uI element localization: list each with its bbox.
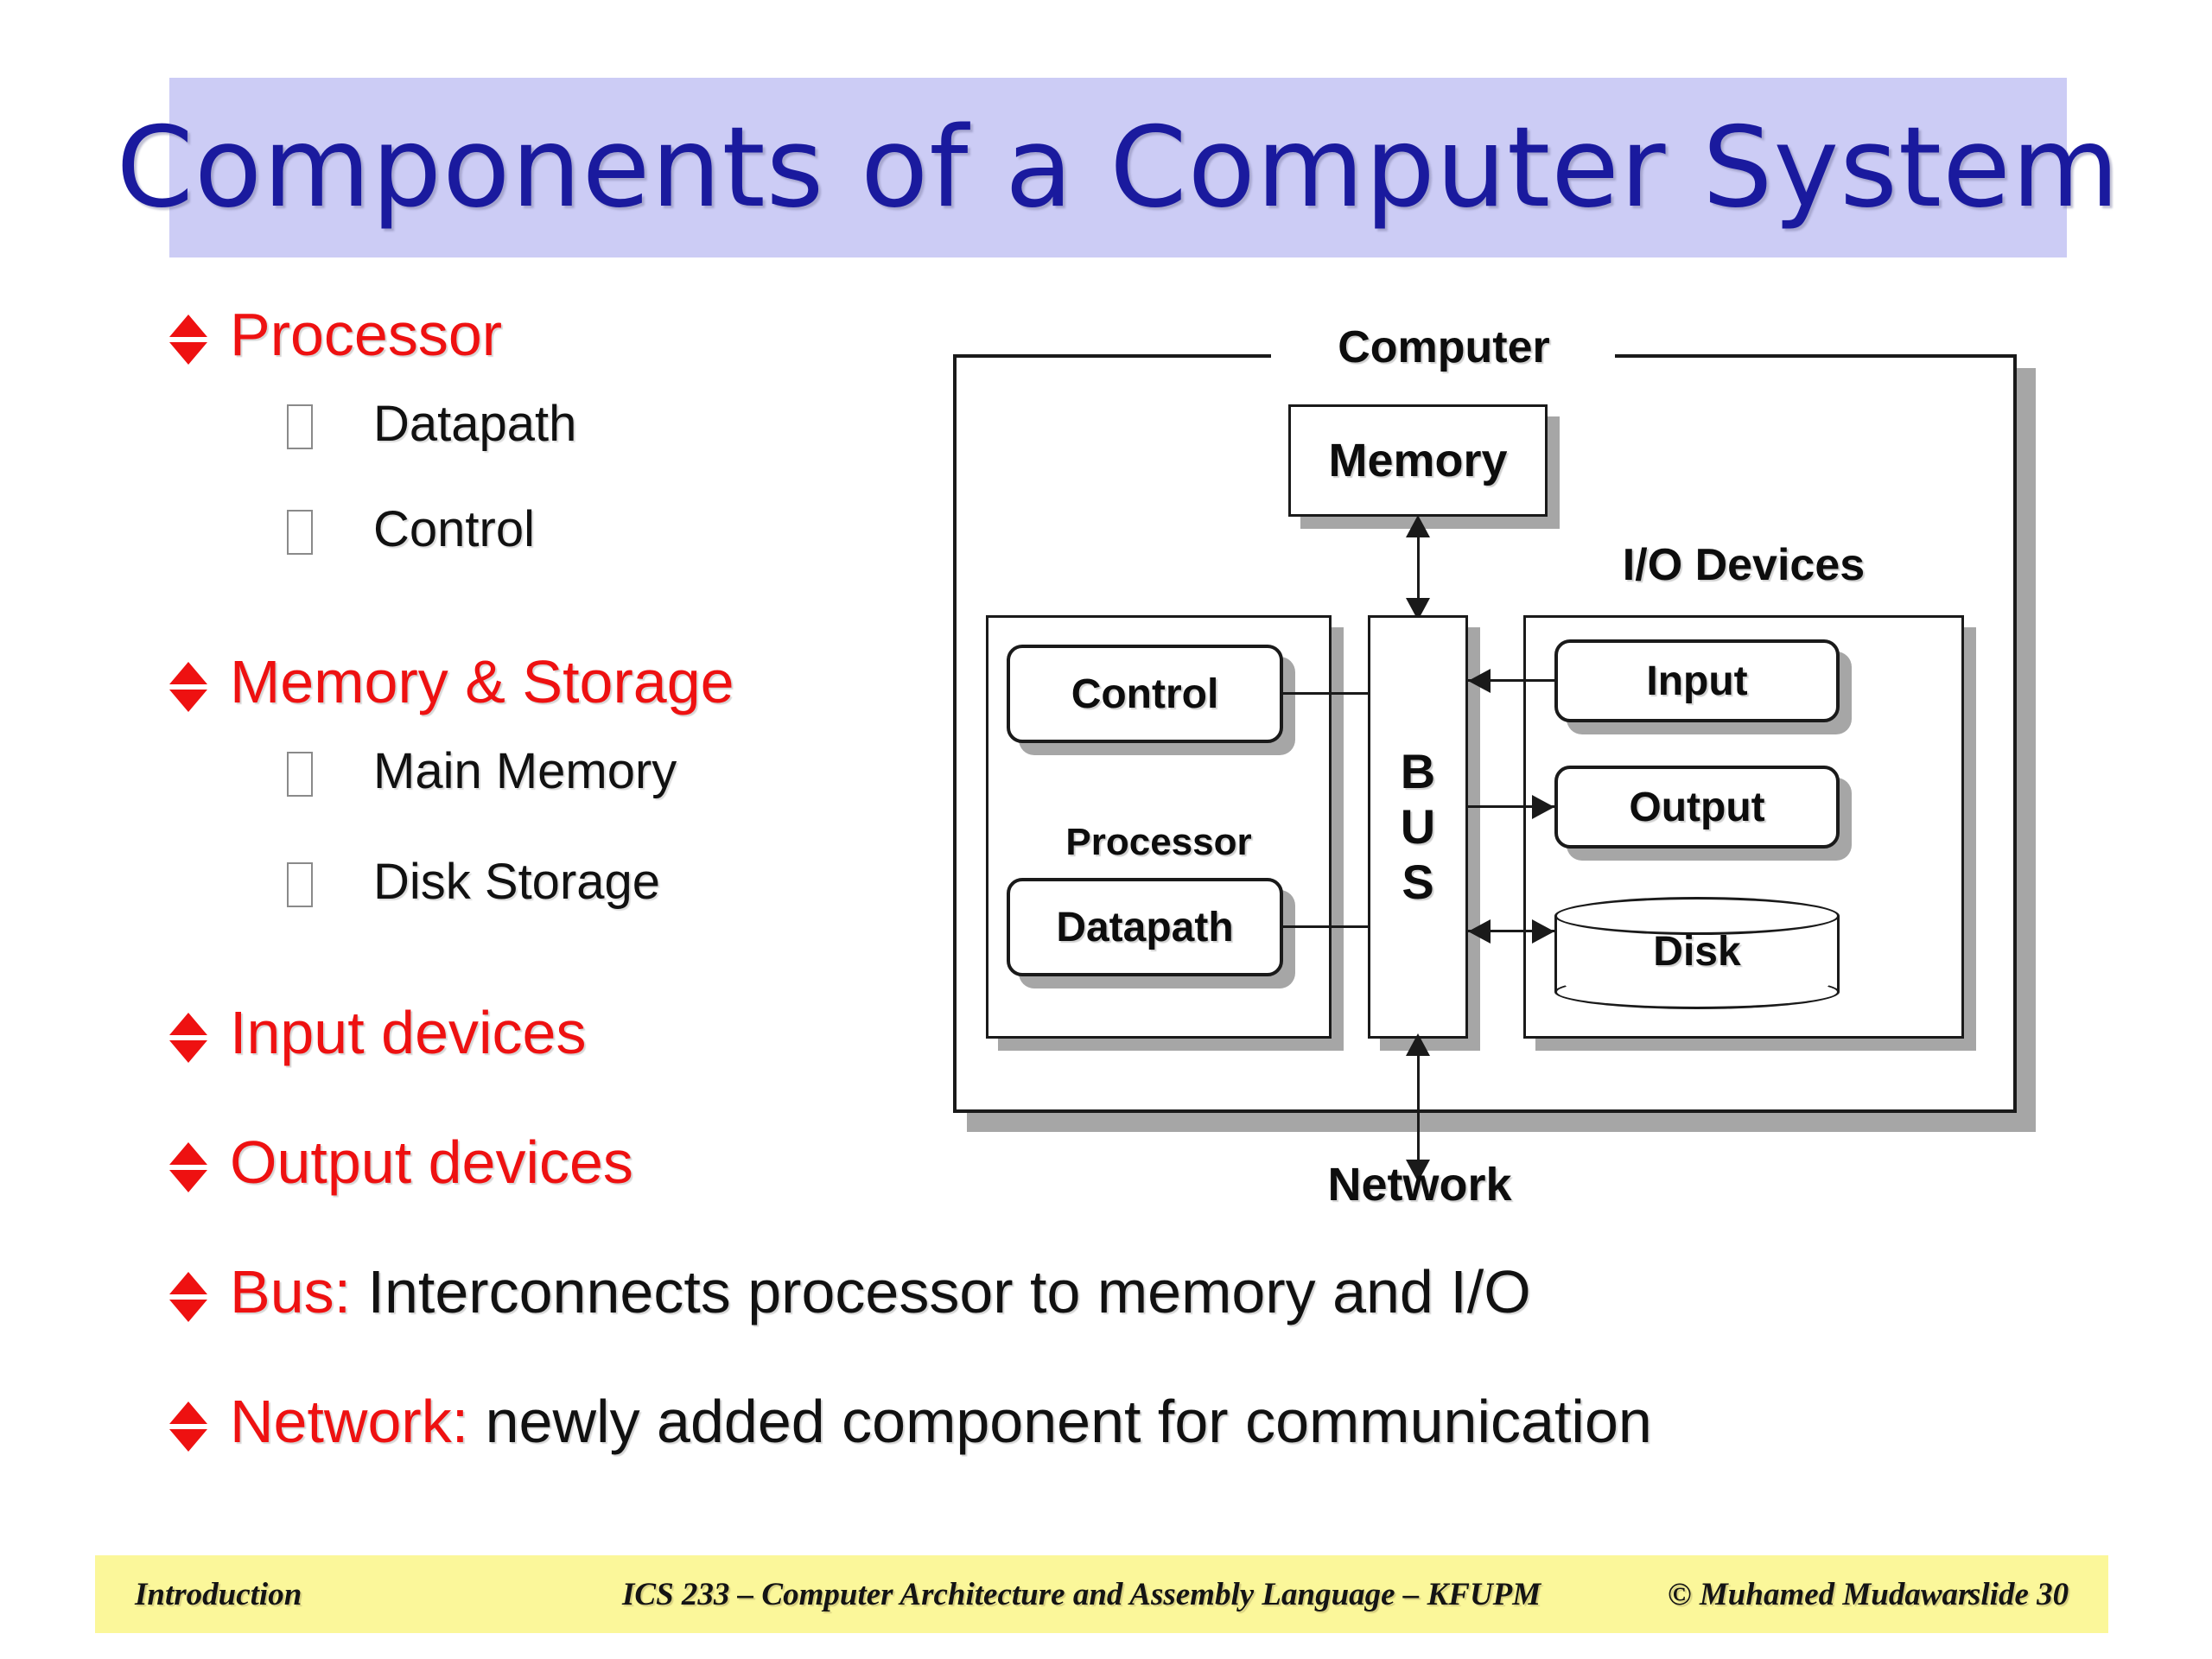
memory-bus-arrow-up — [1406, 515, 1430, 537]
footer-bar: Introduction ICS 233 – Computer Architec… — [95, 1555, 2108, 1633]
computer-frame-shadow — [967, 1113, 2036, 1132]
bullet-label: Memory & Storage — [230, 648, 734, 715]
datapath-box: Datapath — [1007, 878, 1283, 976]
bus-network-link — [1417, 1042, 1420, 1172]
bullet-label: Input devices — [230, 999, 587, 1066]
red-diamond-bullet-icon — [169, 1011, 207, 1065]
footer-left-text: Introduction — [135, 1576, 302, 1612]
footer-slide-number: slide 30 — [1968, 1576, 2069, 1612]
page-title: Components of a Computer System — [116, 103, 2120, 232]
control-box: Control — [1007, 645, 1283, 743]
bus-letter-u: U — [1400, 799, 1436, 854]
computer-frame-shadow — [2017, 368, 2036, 1128]
computer-label: Computer — [1338, 322, 1550, 372]
empty-box-bullet-icon — [287, 862, 313, 907]
sub-bullet-label: Main Memory — [373, 743, 677, 799]
red-diamond-bullet-icon — [169, 1141, 207, 1194]
red-diamond-bullet-icon — [169, 660, 207, 714]
control-bus-link — [1283, 692, 1370, 695]
bus-input-arrow-left — [1468, 669, 1491, 693]
control-label: Control — [1071, 671, 1219, 717]
bus-output-arrow-right — [1532, 795, 1554, 819]
sub-bullet-control: Control — [287, 505, 535, 555]
bullet-item-bus: Bus: Interconnects processor to memory a… — [169, 1262, 1531, 1324]
bullet-item-network: Network: newly added component for commu… — [169, 1391, 1652, 1453]
bullet-item-memory-storage: Memory & Storage — [169, 652, 734, 714]
sub-bullet-disk-storage: Disk Storage — [287, 857, 660, 907]
bullet-label: Network: newly added component for commu… — [230, 1388, 1652, 1455]
bullet-item-output-devices: Output devices — [169, 1132, 633, 1194]
bullet-item-processor: Processor — [169, 304, 502, 366]
disk-cylinder: Disk — [1554, 897, 1840, 1009]
memory-bus-link — [1417, 524, 1420, 610]
computer-frame-top-right — [1615, 354, 2017, 358]
computer-system-diagram: Computer Memory Processor Control Datapa… — [953, 322, 2050, 1227]
sub-bullet-label: Datapath — [373, 396, 577, 452]
memory-label: Memory — [1328, 435, 1508, 486]
network-label: Network — [1327, 1159, 1512, 1211]
computer-frame-left — [953, 354, 957, 1113]
computer-frame-right — [2013, 354, 2017, 1113]
disk-cylinder-top — [1554, 897, 1840, 935]
input-box: Input — [1554, 639, 1840, 722]
bullet-label: Processor — [230, 301, 503, 368]
bullet-label: Output devices — [230, 1128, 633, 1196]
bus-disk-arrow-left — [1468, 919, 1491, 944]
bus-disk-link — [1468, 930, 1554, 932]
sub-bullet-datapath: Datapath — [287, 399, 576, 449]
bullet-label: Bus: Interconnects processor to memory a… — [230, 1258, 1531, 1325]
empty-box-bullet-icon — [287, 404, 313, 449]
footer-course-text: ICS 233 – Computer Architecture and Asse… — [622, 1576, 1541, 1612]
bullet-description: newly added component for communication — [468, 1388, 1652, 1455]
processor-label: Processor — [1065, 821, 1252, 863]
bus-letter-b: B — [1400, 744, 1436, 798]
bus-disk-arrow-right — [1532, 919, 1554, 944]
bullet-description: Interconnects processor to memory and I/… — [351, 1258, 1531, 1325]
computer-frame-bottom — [953, 1109, 2017, 1113]
red-diamond-bullet-icon — [169, 313, 207, 366]
title-band — [169, 78, 2067, 257]
computer-frame-top-left — [953, 354, 1271, 358]
sub-bullet-label: Disk Storage — [373, 854, 661, 910]
disk-cylinder-bottom — [1554, 975, 1840, 1009]
red-diamond-bullet-icon — [169, 1270, 207, 1324]
output-box: Output — [1554, 766, 1840, 849]
sub-bullet-label: Control — [373, 501, 535, 557]
datapath-label: Datapath — [1056, 904, 1234, 950]
empty-box-bullet-icon — [287, 752, 313, 797]
memory-box: Memory — [1288, 404, 1548, 517]
footer-copyright: © Muhamed Mudawar — [1668, 1576, 1971, 1612]
empty-box-bullet-icon — [287, 510, 313, 555]
bus-box: B U S — [1368, 615, 1468, 1039]
red-diamond-bullet-icon — [169, 1400, 207, 1453]
output-label: Output — [1629, 784, 1765, 830]
bullet-item-input-devices: Input devices — [169, 1002, 586, 1065]
network-arrow-down — [1406, 1160, 1430, 1182]
bus-input-link — [1468, 679, 1554, 682]
io-devices-label: I/O Devices — [1622, 540, 1866, 590]
input-label: Input — [1646, 658, 1748, 704]
network-arrow-up — [1406, 1033, 1430, 1056]
bus-letter-s: S — [1402, 855, 1434, 909]
sub-bullet-main-memory: Main Memory — [287, 747, 677, 797]
datapath-bus-link — [1283, 925, 1370, 928]
bus-output-link — [1468, 805, 1554, 808]
disk-label: Disk — [1653, 929, 1741, 975]
